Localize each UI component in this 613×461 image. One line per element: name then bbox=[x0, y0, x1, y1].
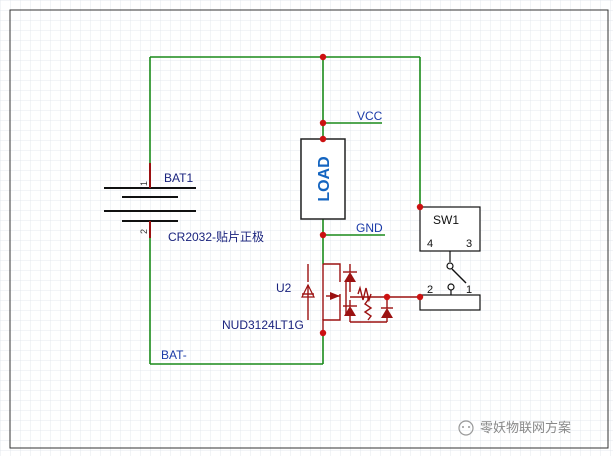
watermark-text: 零妖物联网方案 bbox=[480, 420, 571, 435]
junction-gate bbox=[383, 293, 391, 301]
vcc-net-label: VCC bbox=[357, 109, 383, 123]
switch-ref-label: SW1 bbox=[433, 213, 459, 227]
junction-switch-4 bbox=[416, 203, 424, 211]
switch-pin-1: 1 bbox=[466, 284, 472, 296]
mosfet-symbol bbox=[302, 263, 420, 333]
junction-dots bbox=[319, 53, 424, 337]
watermark: 零妖物联网方案 bbox=[458, 420, 571, 436]
junction-vcc bbox=[319, 119, 327, 127]
battery-pin-2: 2 bbox=[139, 229, 149, 234]
bat-negative-net-label: BAT- bbox=[161, 348, 187, 362]
switch-pin-3: 3 bbox=[466, 238, 472, 250]
load-box bbox=[300, 138, 346, 220]
mosfet-part-label: NUD3124LT1G bbox=[222, 318, 304, 332]
gnd-net-label: GND bbox=[356, 221, 383, 235]
junction-source bbox=[319, 329, 327, 337]
switch-symbol bbox=[419, 206, 481, 311]
wechat-icon bbox=[458, 420, 474, 436]
load-label: LOAD bbox=[316, 156, 333, 201]
battery-pin-1: 1 bbox=[139, 181, 149, 186]
junction-gnd bbox=[319, 231, 327, 239]
battery-value-label: CR2032-贴片正极 bbox=[168, 230, 264, 244]
sheet-border bbox=[9, 9, 609, 449]
switch-pin-2: 2 bbox=[427, 284, 433, 296]
battery-ref-label: BAT1 bbox=[164, 171, 193, 185]
junction-load-top bbox=[319, 135, 327, 143]
switch-pin-4: 4 bbox=[427, 238, 433, 250]
battery-symbol bbox=[104, 163, 196, 238]
mosfet-arrows bbox=[301, 272, 393, 318]
junction-switch-2 bbox=[416, 293, 424, 301]
mosfet-ref-label: U2 bbox=[276, 281, 292, 295]
junction-top bbox=[319, 53, 327, 61]
